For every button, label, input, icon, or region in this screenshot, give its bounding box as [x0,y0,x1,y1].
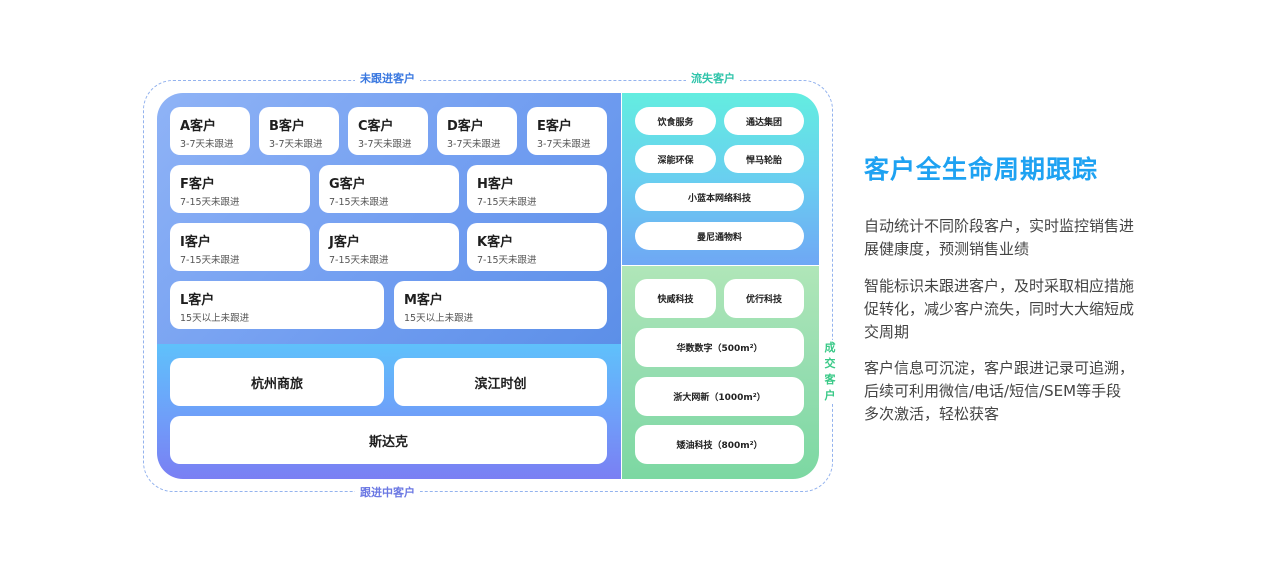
customer-status: 7-15天未跟进 [329,255,389,266]
description-paragraph: 智能标识未跟进客户，及时采取相应措施促转化，减少客户流失，同时大大缩短成交周期 [864,277,1135,341]
customer-name: I客户 [180,235,211,250]
customer-status: 3-7天未跟进 [537,139,591,150]
customer-card[interactable]: I客户 7-15天未跟进 [170,223,310,271]
customer-name: 曼尼通物料 [696,232,742,243]
label-deal: 成交客户 [823,340,837,404]
customer-card[interactable]: B客户 3-7天未跟进 [259,107,339,155]
customer-card[interactable]: D客户 3-7天未跟进 [437,107,517,155]
customer-name: 斯达克 [368,434,408,450]
customer-name: H客户 [477,177,514,192]
label-not-followed: 未跟进客户 [355,73,420,85]
customer-status: 7-15天未跟进 [477,197,537,208]
customer-status: 3-7天未跟进 [269,139,323,150]
deal-customer-pill[interactable]: 快威科技 [635,279,716,318]
customer-name: 快威科技 [657,295,694,305]
customer-card[interactable]: C客户 3-7天未跟进 [348,107,428,155]
customer-status: 7-15天未跟进 [329,197,389,208]
customer-name: 饮食服务 [657,117,694,128]
lost-customer-pill[interactable]: 小蓝本网络科技 [635,183,804,211]
lost-customer-pill[interactable]: 曼尼通物料 [635,222,804,250]
customer-name: C客户 [358,119,394,134]
following-customer-card[interactable]: 斯达克 [170,416,607,464]
lost-customer-pill[interactable]: 悍马轮胎 [724,145,804,173]
customer-card[interactable]: L客户 15天以上未跟进 [170,281,384,329]
customer-card[interactable]: M客户 15天以上未跟进 [394,281,607,329]
customer-name: 通达集团 [745,117,782,128]
deal-customer-pill[interactable]: 矮油科技（800m²） [635,425,804,464]
customer-name: 矮油科技（800m²） [676,441,763,451]
label-following: 跟进中客户 [355,487,420,499]
customer-name: 悍马轮胎 [745,155,782,166]
customer-status: 7-15天未跟进 [180,255,240,266]
following-customer-card[interactable]: 滨江时创 [394,358,607,406]
lifecycle-frame [143,80,833,492]
deal-customer-pill[interactable]: 华数数字（500m²） [635,328,804,367]
customer-card[interactable]: G客户 7-15天未跟进 [319,165,459,213]
customer-card[interactable]: F客户 7-15天未跟进 [170,165,310,213]
customer-name: E客户 [537,119,572,134]
customer-status: 7-15天未跟进 [477,255,537,266]
customer-card[interactable]: K客户 7-15天未跟进 [467,223,607,271]
customer-status: 15天以上未跟进 [180,313,250,324]
deal-customer-pill[interactable]: 优行科技 [724,279,804,318]
customer-name: 浙大网新（1000m²） [673,393,766,403]
customer-name: L客户 [180,293,215,308]
customer-status: 15天以上未跟进 [404,313,474,324]
following-customer-card[interactable]: 杭州商旅 [170,358,384,406]
customer-name: 华数数字（500m²） [676,344,763,354]
customer-name: G客户 [329,177,366,192]
zone-not-followed: A客户 3-7天未跟进 B客户 3-7天未跟进 C客户 3-7天未跟进 D客户 … [157,93,621,344]
customer-name: J客户 [329,235,360,250]
zone-deal: 快威科技 优行科技 华数数字（500m²） 浙大网新（1000m²） 矮油科技（… [622,266,819,479]
lost-customer-pill[interactable]: 深能环保 [635,145,716,173]
customer-name: K客户 [477,235,514,250]
deal-customer-pill[interactable]: 浙大网新（1000m²） [635,377,804,416]
zone-lost: 饮食服务 通达集团 深能环保 悍马轮胎 小蓝本网络科技 曼尼通物料 [622,93,819,265]
zone-following: 杭州商旅 滨江时创 斯达克 [157,344,621,479]
customer-name: 小蓝本网络科技 [687,193,751,204]
customer-name: B客户 [269,119,305,134]
description-paragraph: 自动统计不同阶段客户，实时监控销售进展健康度，预测销售业绩 [864,217,1135,258]
customer-name: A客户 [180,119,217,134]
customer-card[interactable]: A客户 3-7天未跟进 [170,107,250,155]
customer-name: 滨江时创 [474,376,527,392]
customer-status: 7-15天未跟进 [180,197,240,208]
lost-customer-pill[interactable]: 饮食服务 [635,107,716,135]
customer-name: 深能环保 [657,155,694,166]
section-title: 客户全生命周期跟踪 [864,155,1099,184]
customer-card[interactable]: H客户 7-15天未跟进 [467,165,607,213]
customer-name: D客户 [447,119,484,134]
customer-card[interactable]: J客户 7-15天未跟进 [319,223,459,271]
label-lost: 流失客户 [686,73,740,85]
customer-card[interactable]: E客户 3-7天未跟进 [527,107,607,155]
lost-customer-pill[interactable]: 通达集团 [724,107,804,135]
customer-name: M客户 [404,293,443,308]
customer-name: F客户 [180,177,215,192]
customer-status: 3-7天未跟进 [447,139,501,150]
customer-status: 3-7天未跟进 [180,139,234,150]
description-paragraph: 客户信息可沉淀，客户跟进记录可追溯，后续可利用微信/电话/短信/SEM等手段多次… [864,359,1135,423]
customer-name: 优行科技 [745,295,782,305]
customer-name: 杭州商旅 [250,376,303,392]
customer-board: A客户 3-7天未跟进 B客户 3-7天未跟进 C客户 3-7天未跟进 D客户 … [157,93,819,479]
customer-status: 3-7天未跟进 [358,139,412,150]
